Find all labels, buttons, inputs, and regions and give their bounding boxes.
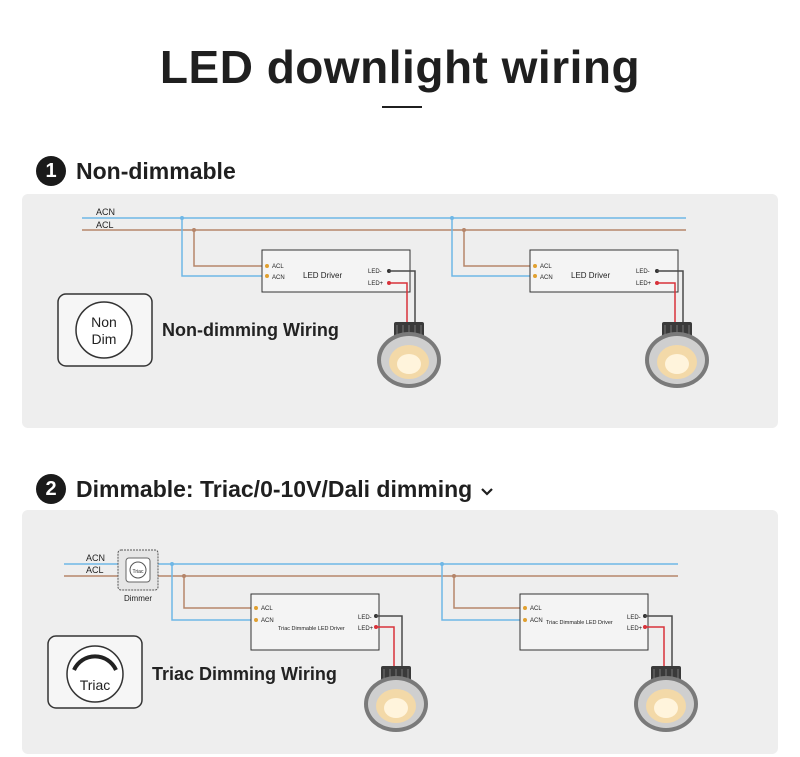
triac-driver2-acn-label: ACN: [530, 618, 543, 624]
driver1-acn-label: ACN: [272, 275, 285, 281]
section1-heading: Non-dimmable: [76, 157, 236, 184]
triac-diagram-svg: ACN ACL Triac Dimmer ACL ACN Triac Dimma…: [47, 549, 698, 732]
dimmer-label: Dimmer: [124, 594, 152, 603]
chevron-down-icon: [480, 481, 494, 502]
triac-driver2-acl-label: ACL: [530, 606, 542, 612]
triac-driver1-acl-label: ACL: [261, 606, 273, 612]
triac-badge: Triac: [47, 635, 143, 709]
non-dimming-caption: Non-dimming Wiring: [162, 320, 339, 340]
downlight-2: [645, 322, 709, 388]
triac-dimming-wiring-diagram: ACN ACL Triac Dimmer ACL ACN Triac Dimma…: [22, 510, 778, 754]
section2-heading-row: 2 Dimmable: Triac/0-10V/Dali dimming: [36, 474, 494, 504]
triac-driver1-led-pos-label: LED+: [358, 626, 374, 632]
driver1-led-neg-label: LED-: [368, 269, 382, 275]
triac-driver-unit-1: ACL ACN Triac Dimmable LED Driver LED- L…: [170, 562, 428, 732]
driver-unit-2: ACL ACN LED Driver LED- LED+: [450, 216, 709, 388]
driver2-led-pos-label: LED+: [636, 281, 652, 287]
non-dimmable-diagram-svg: ACN ACL ACL ACN LED Driver LED- LED+: [57, 207, 709, 388]
triac-arc-icon: [72, 654, 118, 671]
driver2-title: LED Driver: [571, 271, 610, 280]
triac-driver1-title: Triac Dimmable LED Driver: [278, 626, 345, 632]
acn-wire-label: ACN: [96, 207, 115, 217]
dimmer-icon-label: Triac: [133, 569, 144, 575]
downlight-4: [634, 666, 698, 732]
wall-dimmer: Triac Dimmer: [117, 549, 159, 603]
acl-wire-label: ACL: [96, 220, 114, 230]
downlight-1: [377, 322, 441, 388]
driver1-title: LED Driver: [303, 271, 342, 280]
acn-wire-label: ACN: [86, 553, 105, 563]
non-dim-badge: Non Dim: [57, 293, 153, 367]
triac-driver2-led-pos-label: LED+: [627, 626, 643, 632]
triac-dimming-caption: Triac Dimming Wiring: [152, 664, 337, 684]
triac-driver1-led-neg-label: LED-: [358, 615, 372, 621]
acl-wire-label: ACL: [86, 565, 104, 575]
title-underline: [382, 106, 422, 108]
downlight-3: [364, 666, 428, 732]
driver-unit-1: ACL ACN LED Driver LED- LED+: [180, 216, 441, 388]
driver2-acl-label: ACL: [540, 264, 552, 270]
led-driver-box-2: [529, 249, 679, 293]
page-title: LED downlight wiring: [159, 41, 641, 93]
triac-led-driver-box-1: [250, 593, 380, 651]
section1-number-badge: 1: [36, 156, 66, 186]
triac-badge-label: Triac: [80, 677, 111, 693]
section2-number-badge: 2: [36, 474, 66, 504]
driver1-acl-label: ACL: [272, 264, 284, 270]
driver2-acn-label: ACN: [540, 275, 553, 281]
driver2-led-neg-label: LED-: [636, 269, 650, 275]
section1-heading-row: 1 Non-dimmable: [36, 156, 236, 186]
triac-driver2-led-neg-label: LED-: [627, 615, 641, 621]
non-dimmable-wiring-diagram: ACN ACL ACL ACN LED Driver LED- LED+: [22, 194, 778, 428]
non-dim-badge-line2: Dim: [92, 331, 117, 347]
driver1-led-pos-label: LED+: [368, 281, 384, 287]
triac-driver-unit-2: ACL ACN Triac Dimmable LED Driver LED- L…: [440, 562, 698, 732]
led-driver-box-1: [261, 249, 411, 293]
triac-driver2-title: Triac Dimmable LED Driver: [546, 620, 613, 626]
section2-heading: Dimmable: Triac/0-10V/Dali dimming: [76, 475, 473, 502]
triac-led-driver-box-2: [519, 593, 649, 651]
non-dim-badge-line1: Non: [91, 314, 117, 330]
triac-driver1-acn-label: ACN: [261, 618, 274, 624]
